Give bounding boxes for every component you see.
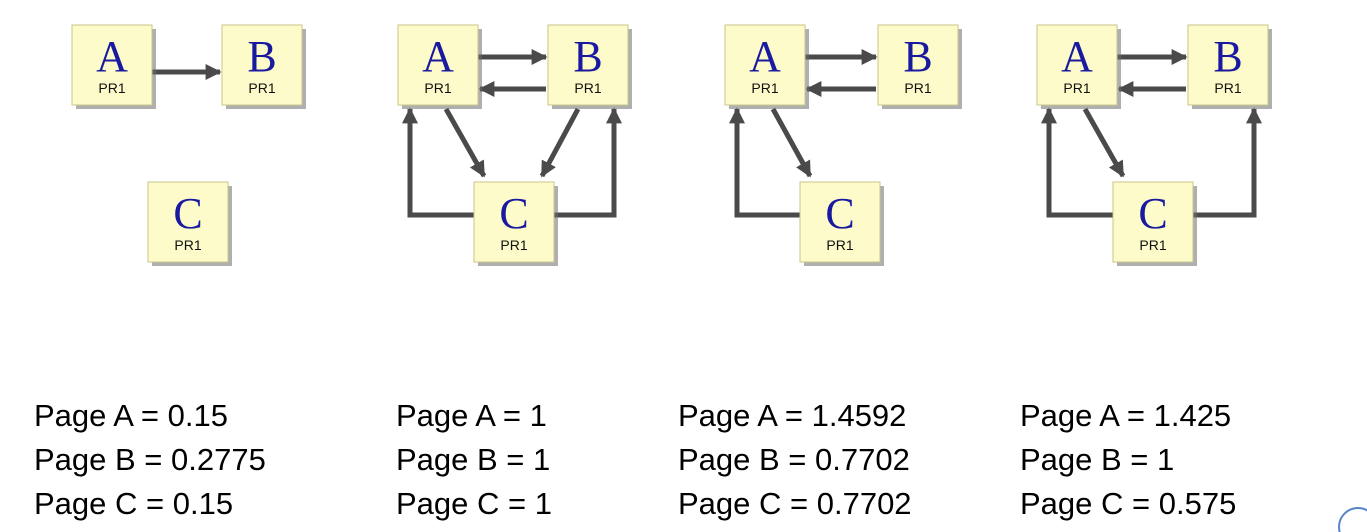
- result-page-a: Page A = 1.425: [1020, 398, 1232, 433]
- node-pagerank-label: PR1: [248, 80, 275, 96]
- node-pagerank-label: PR1: [174, 237, 201, 253]
- node-letter: B: [247, 32, 276, 81]
- node-box: [1187, 24, 1269, 106]
- result-page-c: Page C = 0.15: [34, 486, 234, 521]
- edge-c-to-b-arrow: [1193, 107, 1263, 218]
- node-pagerank-label: PR1: [1214, 80, 1241, 96]
- edge-c-to-b-arrow: [554, 107, 623, 218]
- node-box: [1036, 24, 1118, 106]
- edge-c-to-a-arrow: [401, 107, 474, 218]
- result-page-a: Page A = 1.4592: [678, 398, 907, 433]
- node-box: [397, 24, 479, 106]
- results-panel-2: Page A = 1 Page B = 1 Page C = 1: [396, 394, 552, 526]
- results-panel-3: Page A = 1.4592 Page B = 0.7702 Page C =…: [678, 394, 912, 526]
- node-letter: A: [96, 32, 128, 81]
- node-box: [877, 24, 959, 106]
- result-page-a: Page A = 1: [396, 398, 547, 433]
- result-page-b: Page B = 0.2775: [34, 442, 266, 477]
- node-letter: C: [825, 189, 854, 238]
- result-page-a: Page A = 0.15: [34, 398, 228, 433]
- edge-a-to-c-arrow: [770, 107, 813, 178]
- node-box: [724, 24, 806, 106]
- result-page-c: Page C = 1: [396, 486, 552, 521]
- node-pagerank-label: PR1: [826, 237, 853, 253]
- result-page-b: Page B = 0.7702: [678, 442, 910, 477]
- node-pagerank-label: PR1: [1063, 80, 1090, 96]
- node-pagerank-label: PR1: [904, 80, 931, 96]
- node-pagerank-label: PR1: [1139, 237, 1166, 253]
- edges-layer: [152, 48, 1263, 218]
- edge-c-to-a-arrow: [1040, 107, 1113, 218]
- node-letter: B: [903, 32, 932, 81]
- decorative-circle: [1338, 507, 1367, 532]
- node-pagerank-label: PR1: [500, 237, 527, 253]
- node-box: [799, 181, 881, 263]
- node-box: [1112, 181, 1194, 263]
- node-letter: A: [749, 32, 781, 81]
- node-pagerank-label: PR1: [98, 80, 125, 96]
- node-letter: A: [422, 32, 454, 81]
- diagram-canvas: APR1BPR1CPR1APR1BPR1CPR1APR1BPR1CPR1APR1…: [71, 24, 1272, 266]
- node-pagerank-label: PR1: [574, 80, 601, 96]
- node-pagerank-label: PR1: [751, 80, 778, 96]
- node-pagerank-label: PR1: [424, 80, 451, 96]
- node-box: [547, 24, 629, 106]
- node-box: [147, 181, 229, 263]
- node-letter: C: [173, 189, 202, 238]
- edge-a-to-c-arrow: [443, 107, 487, 178]
- nodes-layer: APR1BPR1CPR1APR1BPR1CPR1APR1BPR1CPR1APR1…: [71, 24, 1272, 266]
- result-page-b: Page B = 1: [396, 442, 551, 477]
- node-letter: A: [1061, 32, 1093, 81]
- result-page-b: Page B = 1: [1020, 442, 1175, 477]
- edge-a-to-c-arrow: [1082, 107, 1126, 178]
- node-letter: B: [573, 32, 602, 81]
- edge-b-to-c-arrow: [539, 107, 581, 178]
- edge-c-to-a-arrow: [728, 107, 800, 218]
- node-letter: B: [1213, 32, 1242, 81]
- result-page-c: Page C = 0.7702: [678, 486, 912, 521]
- results-panel-4: Page A = 1.425 Page B = 1 Page C = 0.575: [1020, 394, 1236, 526]
- node-box: [473, 181, 555, 263]
- result-page-c: Page C = 0.575: [1020, 486, 1237, 521]
- node-box: [221, 24, 303, 106]
- node-letter: C: [499, 189, 528, 238]
- node-box: [71, 24, 153, 106]
- results-panel-1: Page A = 0.15 Page B = 0.2775 Page C = 0…: [34, 394, 266, 526]
- node-letter: C: [1138, 189, 1167, 238]
